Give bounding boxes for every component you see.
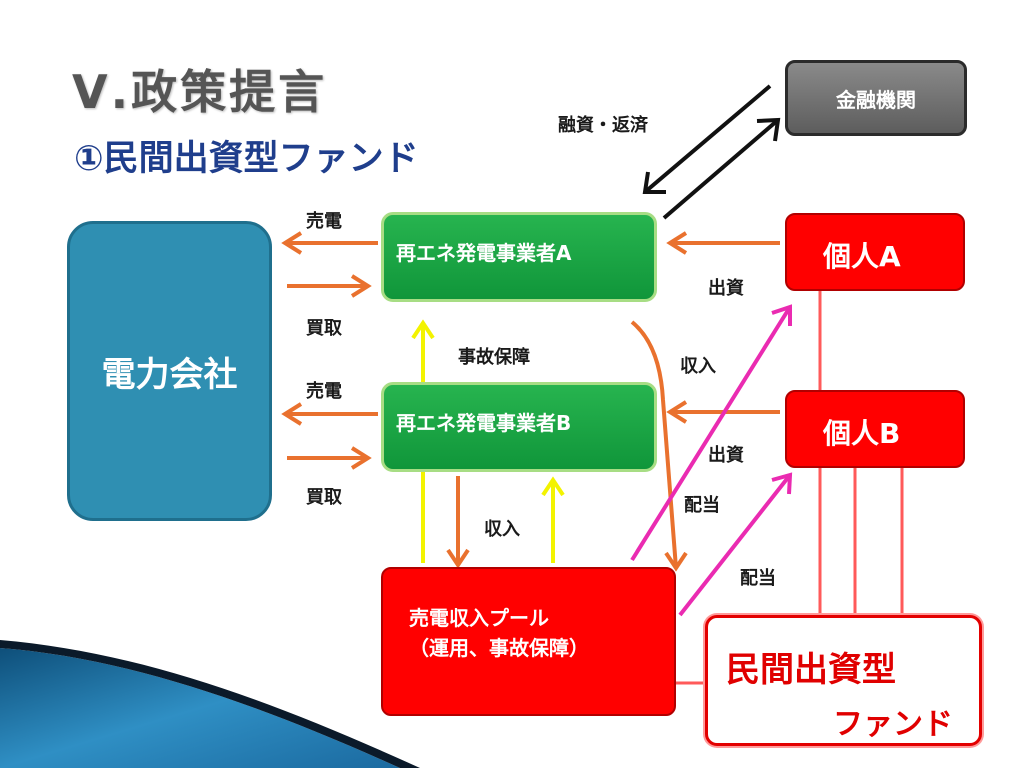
individual-a-box: 個人A [785, 213, 965, 291]
label-sell-a: 売電 [306, 211, 342, 232]
label-invest-a: 出資 [708, 278, 744, 299]
label-buy-a: 買取 [306, 318, 342, 339]
label-dividend-2: 配当 [740, 568, 776, 589]
individual-b-box: 個人B [785, 390, 965, 468]
finance-arrow-down [642, 84, 772, 194]
income-up-arrow [541, 476, 565, 563]
label-sell-b: 売電 [306, 381, 342, 402]
label-income-right: 収入 [680, 356, 716, 377]
label-income-center: 収入 [484, 519, 520, 540]
fund-line-1: 民間出資型 [726, 650, 896, 690]
income-arrow-center [446, 476, 470, 569]
fund-line-2: ファンド [833, 707, 953, 742]
buy-arrow-b [287, 446, 372, 470]
dividend-arrow-1 [630, 304, 792, 562]
buy-arrow-a [287, 274, 372, 298]
finance-arrow-up [662, 117, 781, 220]
private-fund-box: 民間出資型 ファンド [705, 615, 982, 746]
operator-a-box: 再エネ発電事業者A [381, 212, 657, 302]
label-finance: 融資・返済 [558, 115, 648, 136]
label-invest-b: 出資 [708, 445, 744, 466]
sell-arrow-b [281, 402, 378, 426]
pool-line-1: 売電収入プール [409, 606, 549, 630]
revenue-pool-box: 売電収入プール （運用、事故保障） [381, 567, 676, 716]
invest-arrow-a [666, 231, 780, 255]
label-accident: 事故保障 [458, 347, 530, 368]
power-company-box: 電力会社 [67, 221, 272, 521]
page-subtitle: ①民間出資型ファンド [74, 139, 419, 179]
bank-box: 金融機関 [785, 60, 967, 136]
operator-b-box: 再エネ発電事業者B [381, 382, 657, 472]
label-buy-b: 買取 [306, 487, 342, 508]
dividend-arrow-2 [678, 472, 793, 617]
sell-arrow-a [281, 231, 378, 255]
page-title: Ⅴ.政策提言 [72, 65, 328, 119]
pool-line-2: （運用、事故保障） [409, 636, 589, 660]
label-dividend-1: 配当 [684, 495, 720, 516]
income-arrow-right [630, 320, 688, 572]
